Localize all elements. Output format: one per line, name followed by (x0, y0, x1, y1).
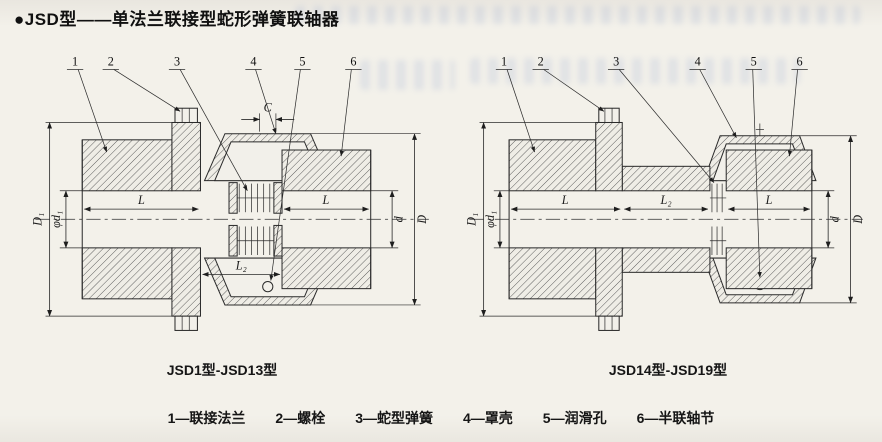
callout-3: 3 (607, 54, 715, 183)
figure-right-caption: JSD14型-JSD19型 (608, 362, 728, 378)
connection-flange-hub (508, 121, 623, 317)
flange-bolt (598, 107, 620, 331)
connection-flange-hub (81, 121, 201, 317)
callout-number-4: 4 (250, 54, 256, 68)
parts-legend: 1—联接法兰 2—螺栓 3—蛇型弹簧 4—罩壳 5—润滑孔 6—半联轴节 (0, 408, 882, 428)
page-title: ●JSD型——单法兰联接型蛇形弹簧联轴器 (14, 10, 340, 29)
dim-label-D1: D₁ (30, 213, 44, 227)
dim-label-L-right: L (321, 193, 329, 207)
serpentine-spring (709, 183, 727, 256)
callout-6: 6 (787, 54, 808, 157)
figure-left-caption: JSD1型-JSD13型 (166, 362, 278, 378)
serpentine-spring (228, 182, 283, 257)
callout-4: 4 (689, 54, 737, 139)
dim-label-L2: L₂ (235, 258, 247, 272)
callout-number-3: 3 (174, 54, 180, 68)
lubrication-hole (262, 281, 274, 293)
legend-item-lube-hole: 5—润滑孔 (542, 410, 607, 426)
callout-number-1: 1 (501, 54, 507, 68)
dim-label-C: C (264, 100, 273, 114)
callout-number-1: 1 (72, 54, 78, 68)
callout-5: 5 (745, 54, 762, 278)
legend-item-spring: 3—蛇型弹簧 (355, 410, 433, 426)
callout-number-6: 6 (797, 54, 803, 68)
dim-label-L2: L₂ (660, 193, 672, 207)
figure-left-drawing: L L L₂ C D₁ φd₁ d (30, 54, 429, 331)
half-coupling-hub (725, 149, 813, 290)
callout-1: 1 (495, 54, 535, 153)
dimensions: L L₂ L D₁ φd₁ d D (464, 122, 865, 317)
dim-label-bore: φd₁ (49, 211, 63, 228)
flange-bolt (174, 107, 198, 331)
half-coupling-hub (281, 149, 372, 290)
dim-label-D: D (415, 215, 429, 225)
callout-number-6: 6 (350, 54, 356, 68)
callout-3: 3 (168, 54, 248, 192)
callout-number-2: 2 (538, 54, 544, 68)
callout-6: 6 (339, 54, 362, 157)
dim-label-D1: D₁ (464, 213, 478, 227)
dim-label-d: d (827, 215, 841, 222)
callout-number-3: 3 (613, 54, 619, 68)
legend-item-cover: 4—罩壳 (463, 410, 513, 426)
callout-number-4: 4 (695, 54, 701, 68)
dim-label-L-left: L (137, 193, 145, 207)
dim-label-bore: φd₁ (483, 211, 497, 228)
dim-label-L-right: L (765, 193, 773, 207)
dim-label-d: d (391, 215, 405, 222)
dim-label-D: D (851, 215, 865, 225)
legend-item-bolt: 2—螺栓 (275, 410, 326, 426)
legend-item-half-coupling: 6—半联轴节 (636, 410, 715, 426)
callout-4: 4 (245, 54, 277, 134)
dimensions: L L L₂ C D₁ φd₁ d (30, 100, 429, 317)
print-bleed-artifact (295, 6, 860, 24)
figure-right-drawing: L L₂ L D₁ φd₁ d D (464, 54, 865, 331)
callout-number-2: 2 (108, 54, 114, 68)
callouts: 1 2 3 4 5 (495, 54, 808, 278)
callouts: 1 2 3 4 5 (66, 54, 362, 281)
dim-label-L-left: L (561, 193, 569, 207)
callout-2: 2 (532, 54, 605, 112)
callout-number-5: 5 (751, 54, 757, 68)
callout-1: 1 (66, 54, 108, 153)
callout-number-5: 5 (299, 54, 305, 68)
callout-2: 2 (102, 54, 181, 112)
legend-item-flange: 1—联接法兰 (167, 410, 246, 426)
callout-5: 5 (269, 54, 311, 281)
